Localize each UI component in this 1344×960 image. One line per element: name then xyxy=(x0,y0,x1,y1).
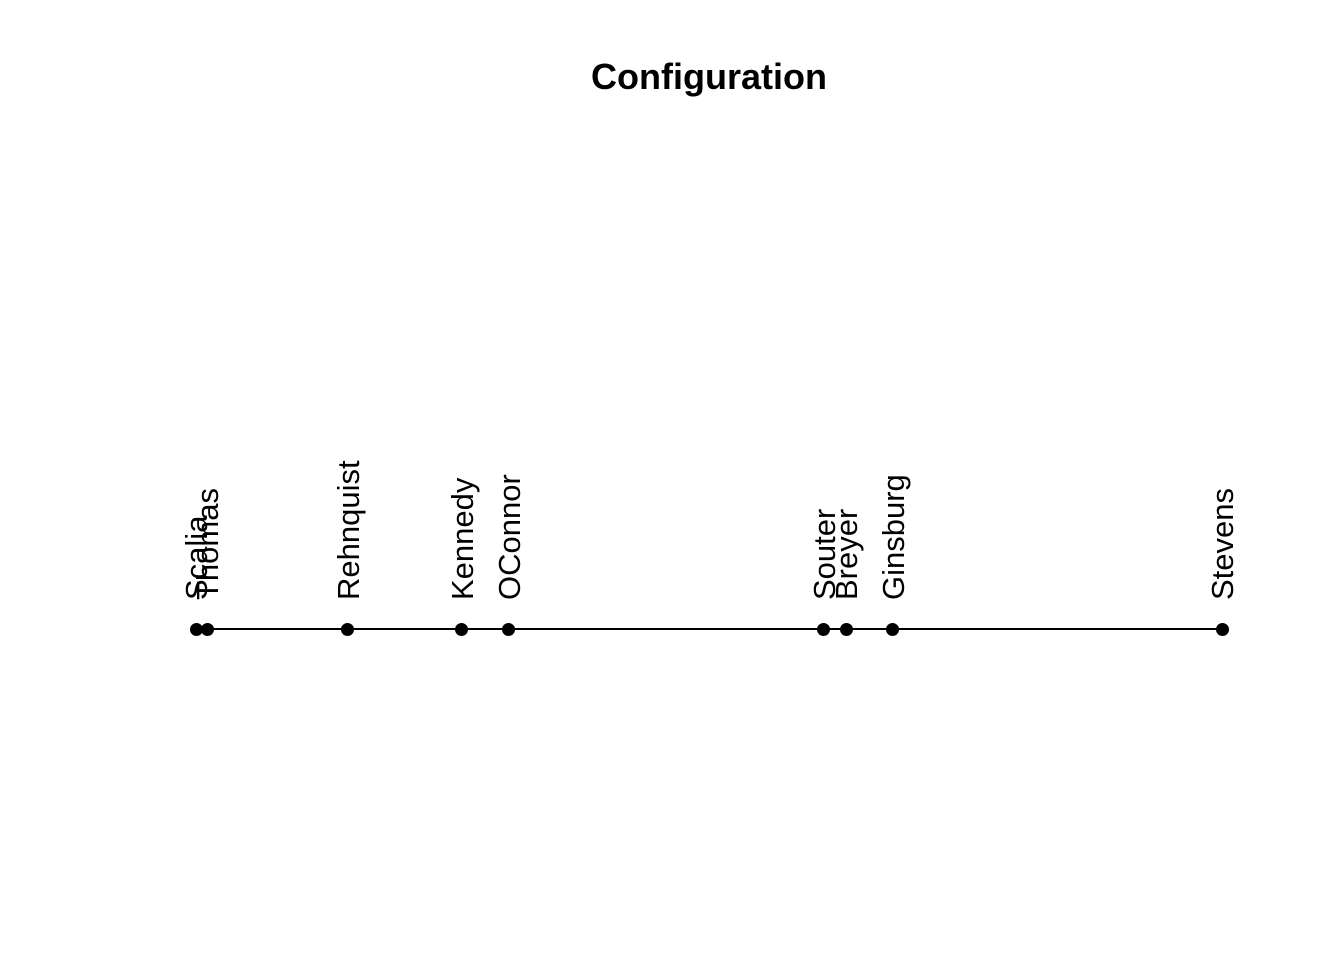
data-point-ginsburg xyxy=(886,622,900,636)
point-label-kennedy: Kennedy xyxy=(444,477,480,600)
data-point-breyer xyxy=(839,622,853,636)
chart-title: Configuration xyxy=(591,56,827,97)
data-point-stevens xyxy=(1215,622,1229,636)
point-label-oconnor: OConnor xyxy=(491,474,527,600)
data-point-kennedy xyxy=(455,622,469,636)
point-label-thomas: Thomas xyxy=(190,488,226,600)
data-point-rehnquist xyxy=(341,622,355,636)
point-label-rehnquist: Rehnquist xyxy=(330,460,366,600)
data-point-oconnor xyxy=(502,622,516,636)
point-label-breyer: Breyer xyxy=(829,508,865,600)
point-label-ginsburg: Ginsburg xyxy=(875,474,911,600)
data-point-souter xyxy=(817,622,831,636)
data-point-scalia xyxy=(189,622,203,636)
data-point-thomas xyxy=(200,622,214,636)
point-label-stevens: Stevens xyxy=(1205,487,1240,600)
dimension-axis-line xyxy=(196,628,1222,630)
